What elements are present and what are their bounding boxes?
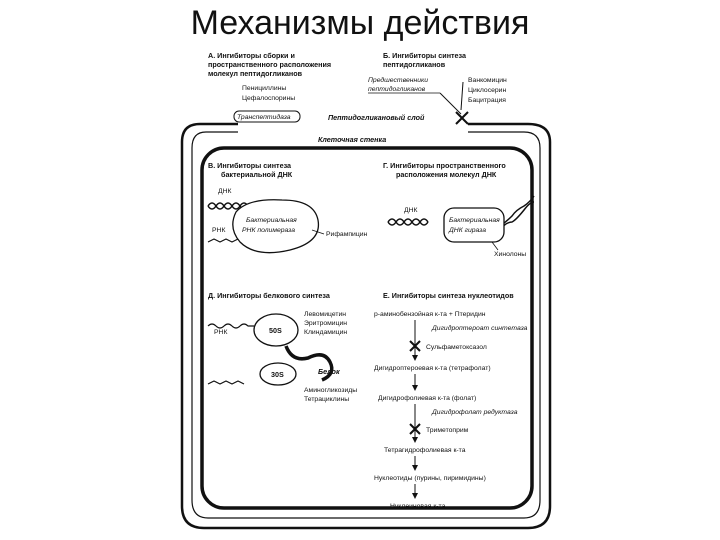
section-g-heading-2: расположения молекул ДНК: [396, 170, 497, 179]
drug-sulfamethoxazole: Сульфаметоксазол: [426, 344, 487, 351]
section-b-drug-1: Ванкомицин: [468, 77, 507, 84]
section-b: Б. Ингибиторы синтеза пептидогликанов Пр…: [368, 51, 507, 125]
section-a-drug-2: Цефалоспорины: [242, 95, 295, 102]
section-a-heading-3: молекул пептидогликанов: [208, 69, 303, 78]
precursor-label-2: пептидогликанов: [368, 85, 426, 93]
section-g-dna-tail-1: [499, 195, 535, 227]
quinolones-label: Хинолоны: [494, 251, 526, 258]
dna-gyrase-label-2: ДНК гираза: [448, 227, 486, 234]
peptidoglycan-outer-line: [180, 122, 552, 530]
mrna-strand-top: [207, 323, 254, 329]
rna-polymerase-label-2: РНК полимераза: [242, 227, 295, 234]
section-d-drug-1: Левомицетин: [304, 311, 346, 318]
section-d-drug-3: Клиндамицин: [304, 329, 347, 336]
cell-envelope: Пептидогликановый слой Клеточная стенка: [180, 113, 552, 530]
ribosome-30s: [259, 362, 297, 386]
section-g-dna-helix-1: [387, 218, 429, 226]
enzyme-dhps: Дигидроптероат синтетаза: [431, 324, 528, 332]
step-tetrahydrofolic: Тетрагидрофолиевая к-та: [384, 447, 466, 454]
step-nucleotides: Нуклеотиды (пурины, пиримидины): [374, 475, 486, 482]
slide-title: Механизмы действия: [190, 4, 530, 42]
cell-wall-label: Клеточная стенка: [318, 135, 386, 144]
section-g-dna-label: ДНК: [404, 207, 418, 214]
protein-label: Белок: [318, 367, 340, 376]
precursor-label-1: Предшественники: [368, 76, 428, 84]
section-e: Е. Ингибиторы синтеза нуклеотидов р-амин…: [374, 291, 528, 510]
ribosome-30s-label: 30S: [271, 370, 284, 379]
section-b-drug-3: Бацитрация: [468, 97, 506, 104]
step-paba: р-аминобензойная к-та + Птеридин: [374, 310, 486, 318]
peptidoglycan-label: Пептидогликановый слой: [328, 113, 425, 122]
rifampicin-label: Рифампицин: [326, 231, 368, 238]
section-v-heading-2: бактериальной ДНК: [221, 170, 293, 179]
rna-polymerase-label-1: Бактериальная: [246, 217, 297, 224]
section-b-heading-2: пептидогликанов: [383, 60, 446, 69]
section-v-rna-label: РНК: [212, 227, 225, 234]
transpeptidase-box: [233, 110, 301, 123]
rna-polymerase-blob: [232, 199, 320, 254]
precursor-arrow: [439, 92, 462, 115]
section-a: А. Ингибиторы сборки и пространственного…: [208, 51, 331, 123]
drug-trimethoprim: Триметоприм: [426, 427, 469, 434]
step-nucleic-acid: Нуклеиновая к-та: [390, 503, 446, 510]
section-d-heading: Д. Ингибиторы белкового синтеза: [208, 291, 331, 300]
section-g-dna-helix-2: [387, 218, 429, 226]
rifampicin-pointer: [311, 229, 325, 235]
block-mark-2: [409, 423, 421, 435]
step-dihydropteroic: Дигидроптероевая к-та (тетрафолат): [374, 365, 491, 372]
ribosome-50s: [253, 313, 299, 347]
ribosome-50s-label: 50S: [269, 326, 282, 335]
section-d-drug-2: Эритромицин: [304, 320, 347, 327]
section-a-heading-1: А. Ингибиторы сборки и: [208, 51, 295, 60]
section-d: Д. Ингибиторы белкового синтеза Левомице…: [207, 291, 357, 403]
quinolones-pointer: [491, 241, 499, 251]
section-g: Г. Ингибиторы пространственного располож…: [383, 161, 535, 258]
section-e-heading: Е. Ингибиторы синтеза нуклеотидов: [383, 291, 514, 300]
mrna-strand-bottom: [207, 380, 245, 385]
section-d-rna-label: РНК: [214, 329, 227, 336]
block-mark-1: [409, 340, 421, 352]
section-d-drug-4: Аминогликозиды: [304, 387, 357, 394]
mechanism-diagram: А. Ингибиторы сборки и пространственного…: [180, 51, 552, 530]
section-a-heading-2: пространственного расположения: [208, 60, 331, 69]
cytoplasmic-membrane: [200, 146, 534, 510]
section-d-drug-5: Тетрациклины: [304, 396, 349, 403]
transpeptidase-label: Транспептидаза: [237, 113, 291, 121]
step-dihydrofolic: Дигидрофолиевая к-та (фолат): [378, 395, 476, 402]
section-b-drug-line: [460, 81, 464, 111]
section-b-heading-1: Б. Ингибиторы синтеза: [383, 51, 467, 60]
section-g-dna-tail-2: [499, 201, 535, 231]
section-v: В. Ингибиторы синтеза бактериальной ДНК …: [207, 161, 368, 254]
dna-gyrase-box: [443, 207, 505, 243]
protein-chain: [284, 345, 334, 382]
dna-gyrase-label-1: Бактериальная: [449, 217, 500, 224]
section-v-heading-1: В. Ингибиторы синтеза: [208, 161, 292, 170]
section-a-drug-1: Пенициллины: [242, 85, 286, 92]
section-b-drug-2: Циклосерин: [468, 87, 506, 94]
peptidoglycan-inner-line: [191, 131, 541, 519]
section-v-dna-label: ДНК: [218, 188, 232, 195]
enzyme-dhfr: Дигидрофолат редуктаза: [431, 408, 518, 416]
section-b-block-mark: [455, 111, 469, 125]
section-g-heading-1: Г. Ингибиторы пространственного: [383, 161, 506, 170]
